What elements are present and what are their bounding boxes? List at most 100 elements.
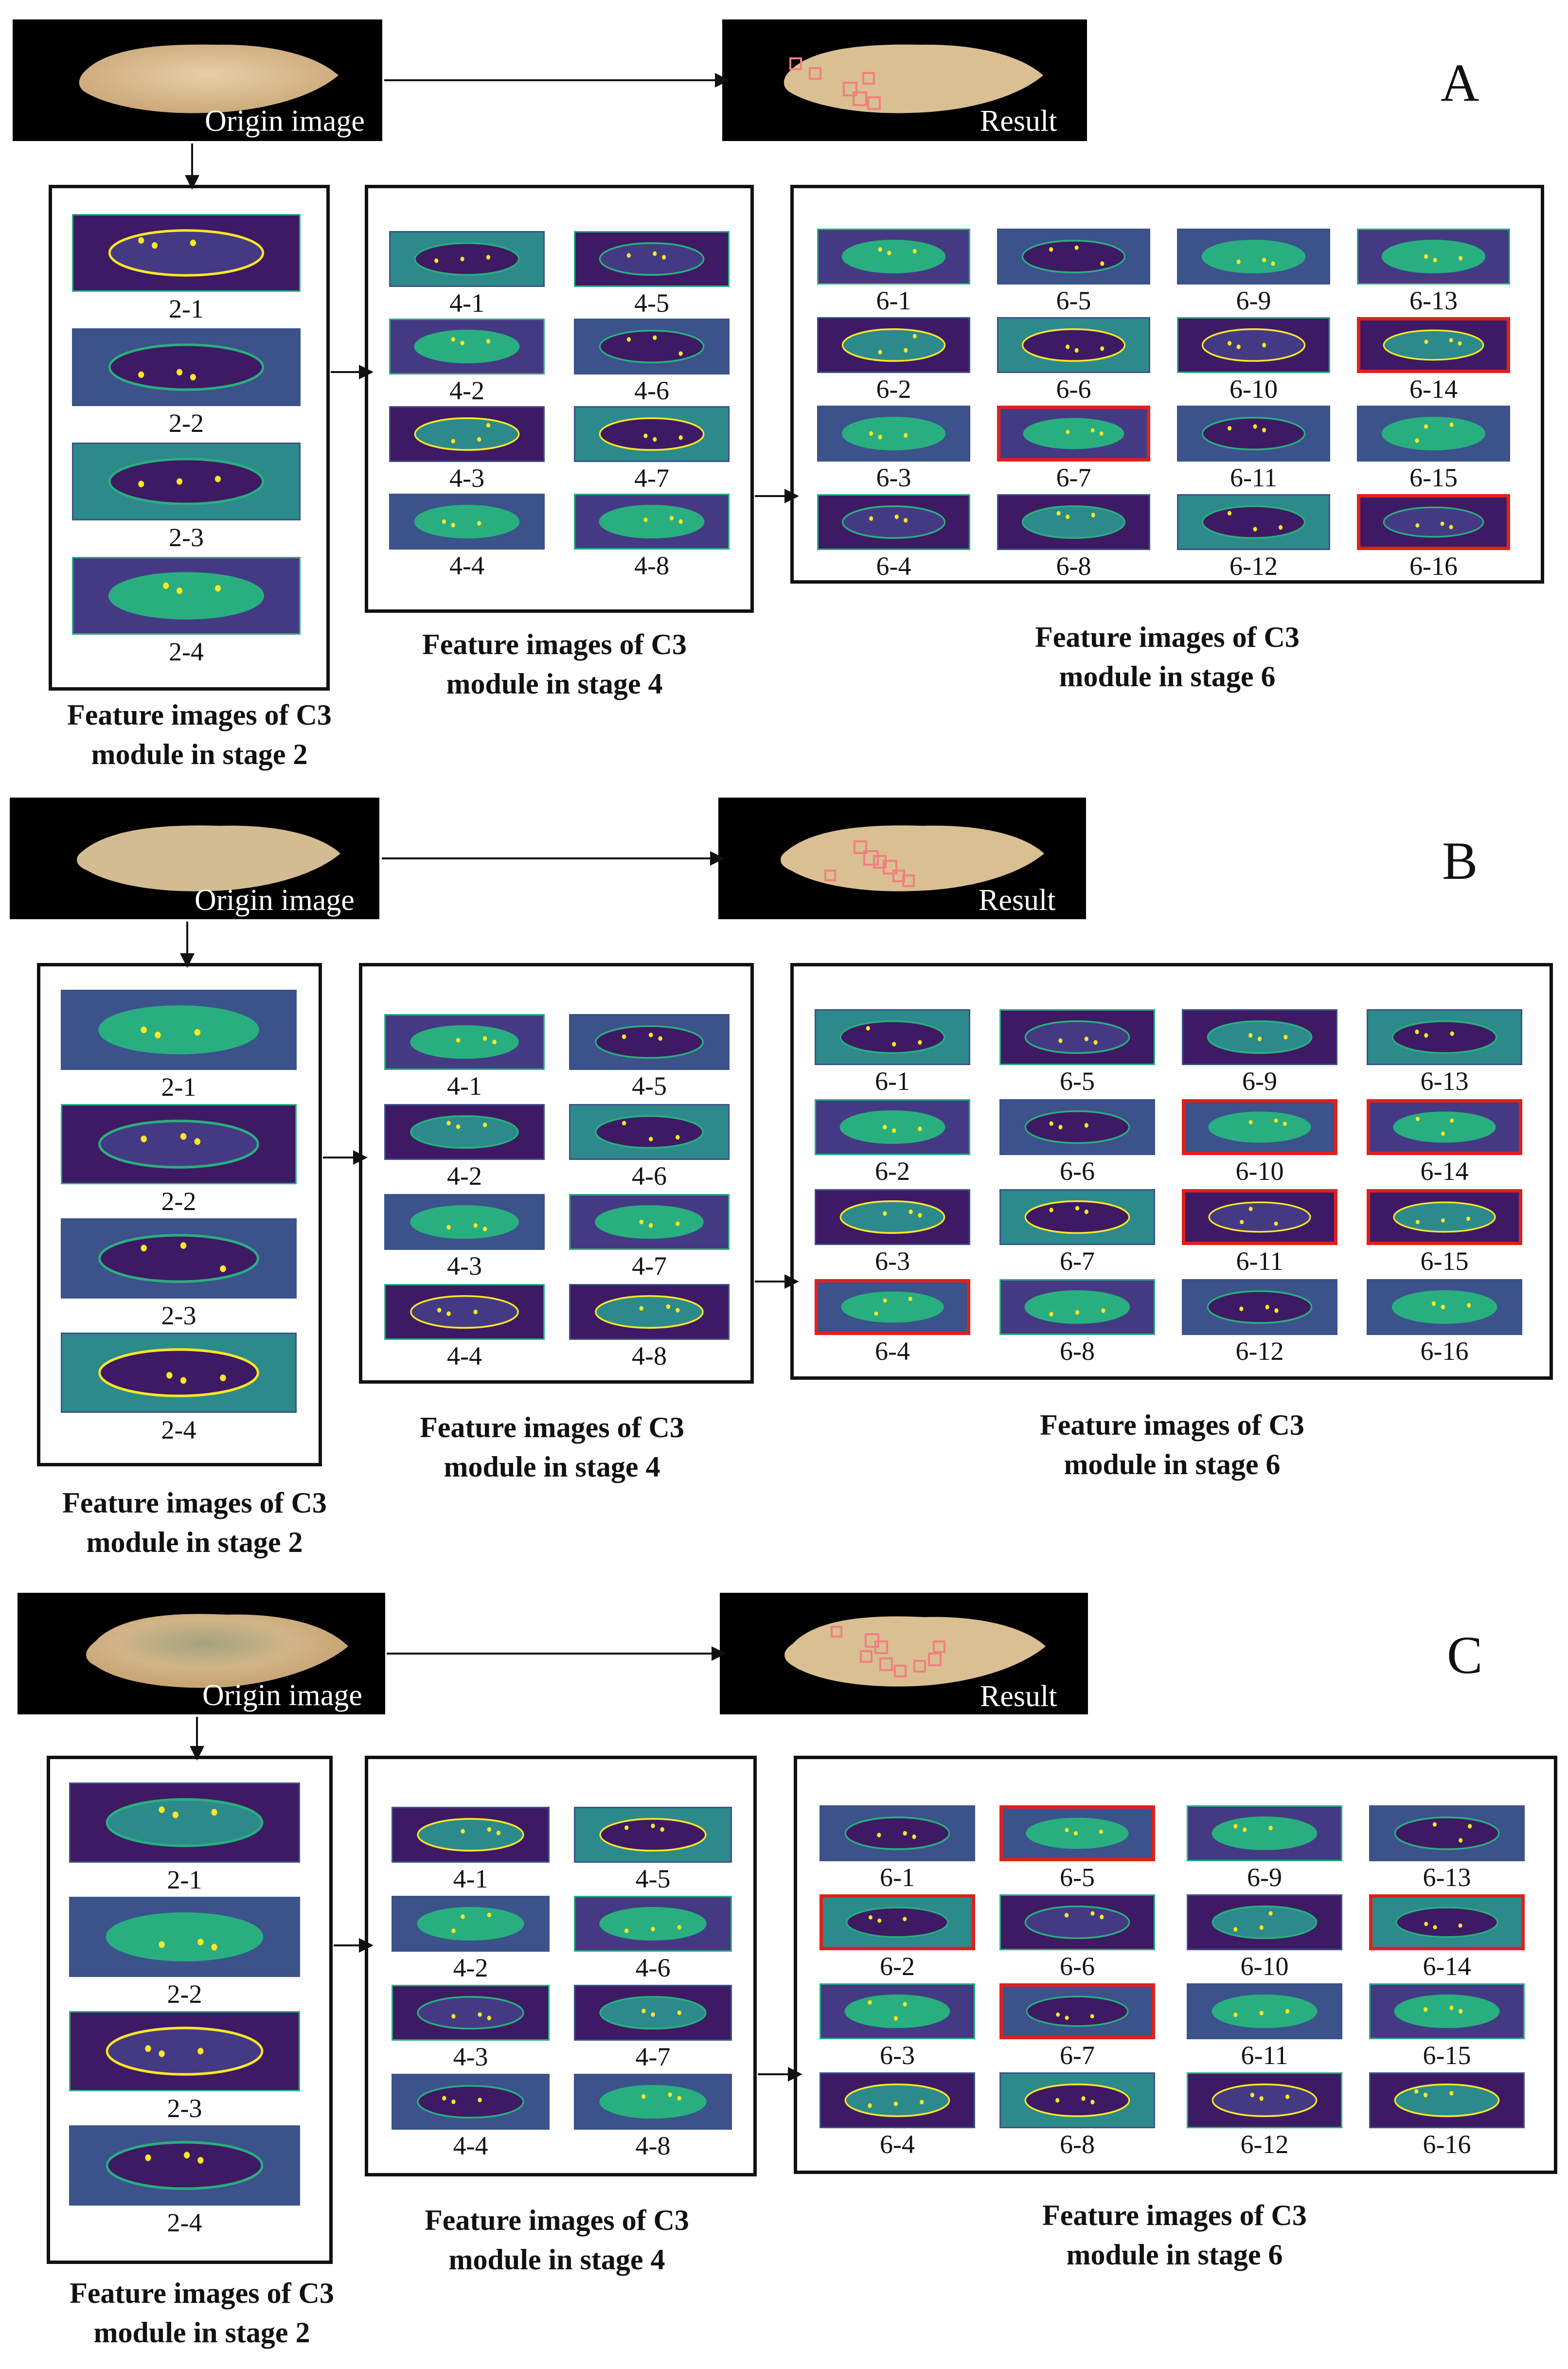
rice-grain-image (77, 825, 340, 891)
caption-line: Feature images of C3 (62, 1487, 327, 1519)
feature-map-label: 6-12 (1229, 552, 1278, 581)
feature-map-label: 2-2 (161, 1187, 196, 1216)
feature-map-label: 6-7 (1060, 1247, 1095, 1276)
feature-map-label: 2-2 (167, 1979, 202, 2009)
feature-map-stage6 (817, 317, 970, 373)
feature-map-stage2 (69, 2125, 300, 2206)
feature-map-label: 6-16 (1409, 552, 1458, 581)
stage6-caption: Feature images of C3 module in stage 6 (1004, 2196, 1345, 2275)
caption-line: Feature images of C3 (420, 1411, 684, 1443)
result-image-label: Result (980, 105, 1057, 138)
feature-map-stage6 (999, 1009, 1155, 1065)
stage6-caption: Feature images of C3 module in stage 6 (1002, 1406, 1342, 1484)
feature-map-stage4 (384, 1014, 545, 1070)
caption-line: Feature images of C3 (67, 699, 332, 731)
feature-map-stage2 (72, 557, 301, 635)
rice-grain-result-image (784, 44, 1043, 113)
feature-map-label: 4-6 (635, 1953, 671, 1982)
feature-map-stage4 (384, 1284, 545, 1340)
feature-map-label: 6-5 (1056, 286, 1091, 315)
feature-map-label: 6-16 (1423, 2130, 1471, 2159)
feature-map-label: 4-2 (449, 376, 484, 405)
feature-map-stage4 (389, 231, 545, 287)
feature-map-label: 6-14 (1423, 1952, 1471, 1981)
feature-map-label: 4-4 (449, 551, 484, 580)
caption-line: module in stage 6 (1059, 660, 1276, 693)
feature-map-stage6 (997, 494, 1150, 550)
feature-map-label: 4-5 (635, 1864, 671, 1893)
feature-map-stage6 (997, 317, 1150, 373)
feature-map-stage6 (1177, 317, 1330, 373)
feature-map-stage2 (69, 1897, 300, 1977)
feature-map-label: 4-2 (447, 1161, 482, 1191)
feature-map-stage6 (1357, 229, 1510, 285)
feature-map-stage6 (1367, 1009, 1522, 1065)
feature-map-label: 6-13 (1420, 1067, 1469, 1096)
origin-image: Origin image (18, 1593, 385, 1714)
feature-map-label: 6-11 (1236, 1247, 1283, 1276)
origin-image: Origin image (13, 19, 382, 141)
stage4-caption: Feature images of C3 module in stage 4 (387, 2201, 727, 2280)
feature-map-label: 6-5 (1060, 1863, 1095, 1892)
caption-line: module in stage 4 (446, 668, 663, 700)
feature-map-stage4 (392, 1985, 550, 2041)
feature-map-stage2 (61, 1218, 297, 1299)
feature-map-stage6 (1367, 1279, 1522, 1335)
feature-map-stage2 (61, 990, 297, 1070)
feature-map-stage6 (1182, 1009, 1337, 1065)
result-image: Result (722, 19, 1087, 141)
feature-map-label: 6-3 (875, 1247, 910, 1276)
feature-map-label: 4-5 (632, 1071, 667, 1101)
feature-map-stage6 (820, 1805, 975, 1861)
feature-map-label: 2-4 (169, 637, 204, 666)
feature-map-stage6-highlighted (1357, 317, 1510, 373)
feature-map-label: 2-1 (167, 1865, 202, 1894)
feature-map-stage6 (997, 229, 1150, 285)
caption-line: module in stage 6 (1064, 1448, 1281, 1480)
arrowheads (180, 73, 802, 2082)
feature-map-label: 6-15 (1409, 463, 1458, 492)
feature-map-label: 6-7 (1060, 2041, 1095, 2070)
feature-map-label: 6-14 (1409, 374, 1458, 404)
feature-map-stage6 (815, 1189, 970, 1245)
feature-map-stage6 (817, 494, 970, 550)
feature-map-stage6-highlighted (1367, 1189, 1522, 1245)
feature-map-stage4 (574, 319, 730, 374)
origin-image: Origin image (10, 798, 379, 919)
caption-line: module in stage 4 (444, 1451, 660, 1483)
origin-image-label: Origin image (205, 105, 365, 138)
feature-map-label: 4-6 (634, 376, 669, 405)
feature-map-label: 6-12 (1235, 1336, 1284, 1366)
panel-letter: A (1441, 53, 1479, 112)
feature-map-stage6 (999, 1189, 1155, 1245)
feature-map-stage6 (1357, 406, 1510, 462)
caption-line: Feature images of C3 (1042, 2199, 1307, 2231)
feature-map-stage6 (1187, 1983, 1342, 2039)
feature-map-stage2 (72, 328, 301, 406)
feature-map-stage6 (1182, 1279, 1337, 1335)
feature-map-stage6 (1177, 406, 1330, 462)
origin-image-label: Origin image (195, 884, 355, 917)
feature-map-label: 4-2 (453, 1953, 488, 1982)
feature-map-label: 6-13 (1423, 1863, 1471, 1892)
feature-map-stage6 (820, 1983, 975, 2039)
origin-image-label: Origin image (202, 1679, 362, 1712)
feature-map-stage4 (574, 1896, 732, 1952)
feature-map-stage6 (999, 2072, 1155, 2128)
feature-map-label: 4-1 (449, 288, 484, 318)
caption-line: Feature images of C3 (1035, 621, 1300, 653)
result-image: Result (718, 798, 1086, 919)
feature-map-label: 6-5 (1060, 1067, 1095, 1096)
feature-map-label: 6-13 (1409, 286, 1458, 315)
feature-map-label: 4-7 (634, 463, 669, 493)
feature-map-label: 2-1 (161, 1072, 196, 1102)
feature-map-stage2 (69, 2011, 300, 2091)
feature-map-label: 6-4 (876, 552, 911, 581)
rice-grain-image (86, 1614, 348, 1688)
feature-map-label: 4-8 (635, 2131, 671, 2160)
feature-map-stage6 (999, 1894, 1155, 1950)
feature-map-label: 4-4 (453, 2131, 488, 2160)
feature-map-stage2 (69, 1782, 300, 1863)
feature-map-label: 6-6 (1060, 1952, 1095, 1981)
feature-map-stage4 (569, 1104, 730, 1160)
